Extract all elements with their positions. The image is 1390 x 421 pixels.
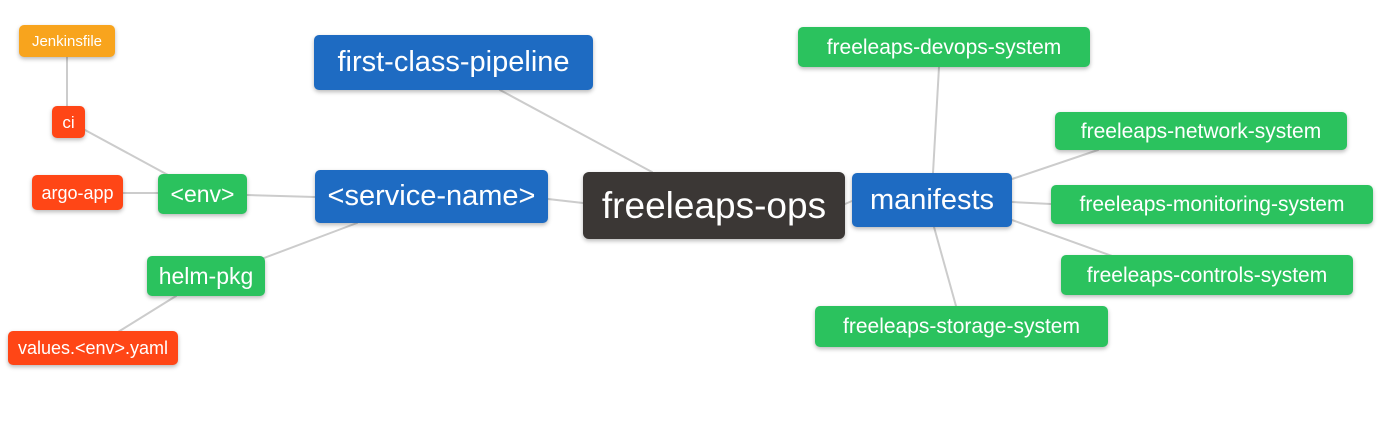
node-freeleaps-controls-system[interactable]: freeleaps-controls-system (1061, 255, 1353, 295)
node-freeleaps-ops[interactable]: freeleaps-ops (583, 172, 845, 239)
edge-manifests-freeleaps-monitoring-system (1011, 201, 1052, 205)
edge-freeleaps-ops-manifests (844, 200, 853, 205)
node-freeleaps-storage-system[interactable]: freeleaps-storage-system (815, 306, 1108, 347)
node-freeleaps-monitoring-system[interactable]: freeleaps-monitoring-system (1051, 185, 1373, 224)
edge-freeleaps-ops-service-name (547, 198, 584, 204)
edge-freeleaps-ops-first-class-pipeline (499, 89, 653, 173)
node-values-env-yaml[interactable]: values.<env>.yaml (8, 331, 178, 365)
node-freeleaps-network-system[interactable]: freeleaps-network-system (1055, 112, 1347, 150)
node-service-name[interactable]: <service-name> (315, 170, 548, 223)
node-manifests[interactable]: manifests (852, 173, 1012, 227)
edge-manifests-freeleaps-storage-system (933, 226, 957, 307)
node-first-class-pipeline[interactable]: first-class-pipeline (314, 35, 593, 90)
edge-service-name-env (246, 194, 316, 198)
node-freeleaps-devops-system[interactable]: freeleaps-devops-system (798, 27, 1090, 67)
edge-service-name-helm-pkg (263, 222, 358, 259)
node-env[interactable]: <env> (158, 174, 247, 214)
edge-helm-pkg-values-env-yaml (117, 295, 177, 333)
node-ci[interactable]: ci (52, 106, 85, 138)
node-argo-app[interactable]: argo-app (32, 175, 123, 210)
edge-env-ci (84, 129, 169, 176)
edge-manifests-freeleaps-controls-system (1011, 219, 1113, 257)
edge-manifests-freeleaps-network-system (1011, 149, 1099, 180)
node-helm-pkg[interactable]: helm-pkg (147, 256, 265, 296)
edge-manifests-freeleaps-devops-system (932, 66, 940, 174)
node-jenkinsfile[interactable]: Jenkinsfile (19, 25, 115, 57)
